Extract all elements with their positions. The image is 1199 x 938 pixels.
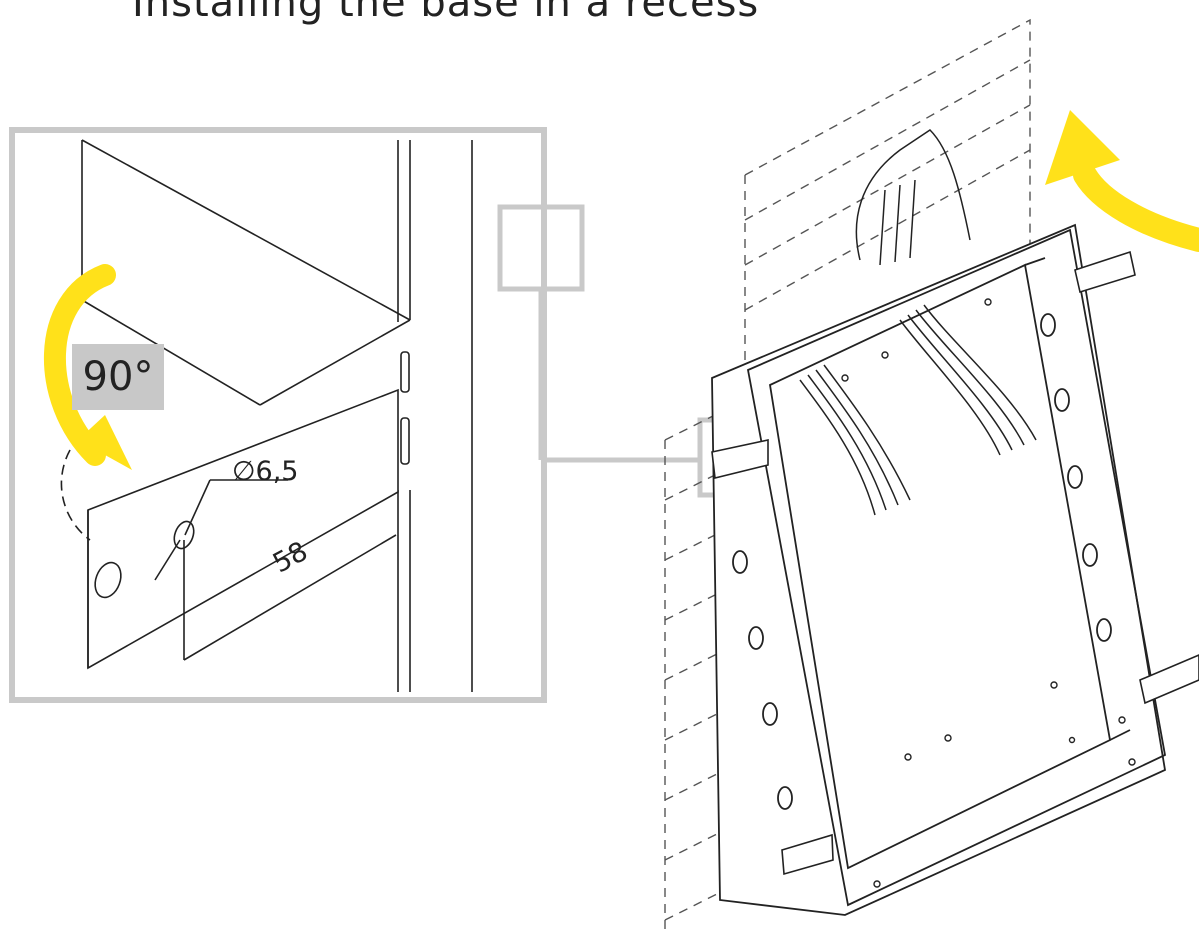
base-frame [746, 228, 1167, 907]
detail-callout [9, 127, 778, 703]
tilt-arrow-head [1045, 110, 1120, 185]
rotation-angle-label: 90° [72, 344, 164, 410]
frame-holes [732, 313, 1112, 810]
screws [841, 298, 1136, 888]
hole-diameter-label: ∅6,5 [232, 456, 299, 487]
tilt-arrow-icon [1073, 163, 1199, 252]
main-illustration [664, 18, 1199, 930]
rotation-arrow-icon [44, 264, 116, 466]
mounting-brackets [711, 250, 1199, 876]
page-title: Installing the base in a recess [132, 0, 760, 26]
brick-wall [664, 18, 1031, 930]
cables [799, 129, 1037, 516]
recess-box [711, 223, 1167, 916]
callout-frame [9, 127, 547, 703]
rotation-arrow-head [78, 415, 132, 470]
frame-profile-lines [60, 139, 473, 692]
